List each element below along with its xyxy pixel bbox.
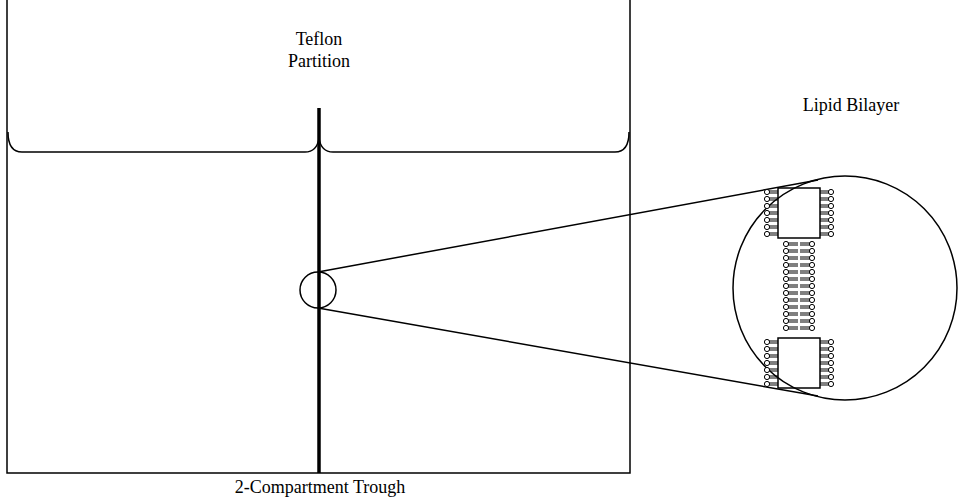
lipid-head	[783, 311, 788, 316]
lipid-head	[764, 196, 769, 201]
lipid-head	[809, 255, 814, 260]
lipid-head	[809, 283, 814, 288]
partition-section	[778, 338, 820, 388]
lipid-head	[764, 231, 769, 236]
lipid-head	[783, 276, 788, 281]
lipid-head	[764, 381, 769, 386]
lipid-head	[764, 339, 769, 344]
lipid-head	[764, 224, 769, 229]
lipid-head	[828, 217, 833, 222]
lipid-head	[828, 231, 833, 236]
lipid-head	[809, 248, 814, 253]
lipid-head	[809, 311, 814, 316]
lipid-head	[783, 248, 788, 253]
lipid-head	[809, 304, 814, 309]
lipid-head	[783, 241, 788, 246]
lipid-head	[783, 297, 788, 302]
lipid-head	[764, 374, 769, 379]
label-text: 2-Compartment Trough	[190, 476, 450, 498]
zoom-line	[318, 308, 818, 396]
partition-section	[778, 188, 820, 238]
lipid-head	[828, 189, 833, 194]
lipid-head	[783, 269, 788, 274]
lipid-head	[828, 353, 833, 358]
lipid-head	[828, 210, 833, 215]
lipid-head	[764, 360, 769, 365]
lipid-head	[783, 325, 788, 330]
trough-walls	[7, 0, 630, 473]
lipid-head	[828, 203, 833, 208]
lipid-head	[783, 255, 788, 260]
lipid-head	[809, 269, 814, 274]
lipid-head	[809, 325, 814, 330]
lipid-molecules	[764, 189, 833, 386]
lipid-head	[828, 381, 833, 386]
lipid-head	[809, 241, 814, 246]
lipid-head	[764, 353, 769, 358]
lipid-head	[828, 224, 833, 229]
lipid-head	[764, 203, 769, 208]
lipid-head	[828, 374, 833, 379]
lipid-head	[809, 318, 814, 323]
teflon-partition	[317, 108, 321, 473]
zoom-line	[318, 180, 818, 272]
zoom-circle-large	[733, 176, 957, 400]
lipid-head	[828, 367, 833, 372]
lipid-head	[764, 367, 769, 372]
lipid-head	[783, 262, 788, 267]
lipid-head	[828, 360, 833, 365]
lipid-head	[809, 297, 814, 302]
lipid-head	[783, 290, 788, 295]
lipid-head	[783, 304, 788, 309]
lipid-head	[764, 189, 769, 194]
lipid-head	[764, 217, 769, 222]
lipid-head	[809, 276, 814, 281]
lipid-head	[783, 318, 788, 323]
lipid-head	[828, 346, 833, 351]
label-text: Lipid Bilayer	[781, 94, 921, 116]
lipid-head	[809, 262, 814, 267]
lipid-head	[809, 290, 814, 295]
lipid-head	[764, 346, 769, 351]
lipid-head	[764, 210, 769, 215]
label-text: Teflon Partition	[274, 28, 364, 72]
lipid-head	[783, 283, 788, 288]
lipid-head	[828, 339, 833, 344]
lipid-head	[828, 196, 833, 201]
